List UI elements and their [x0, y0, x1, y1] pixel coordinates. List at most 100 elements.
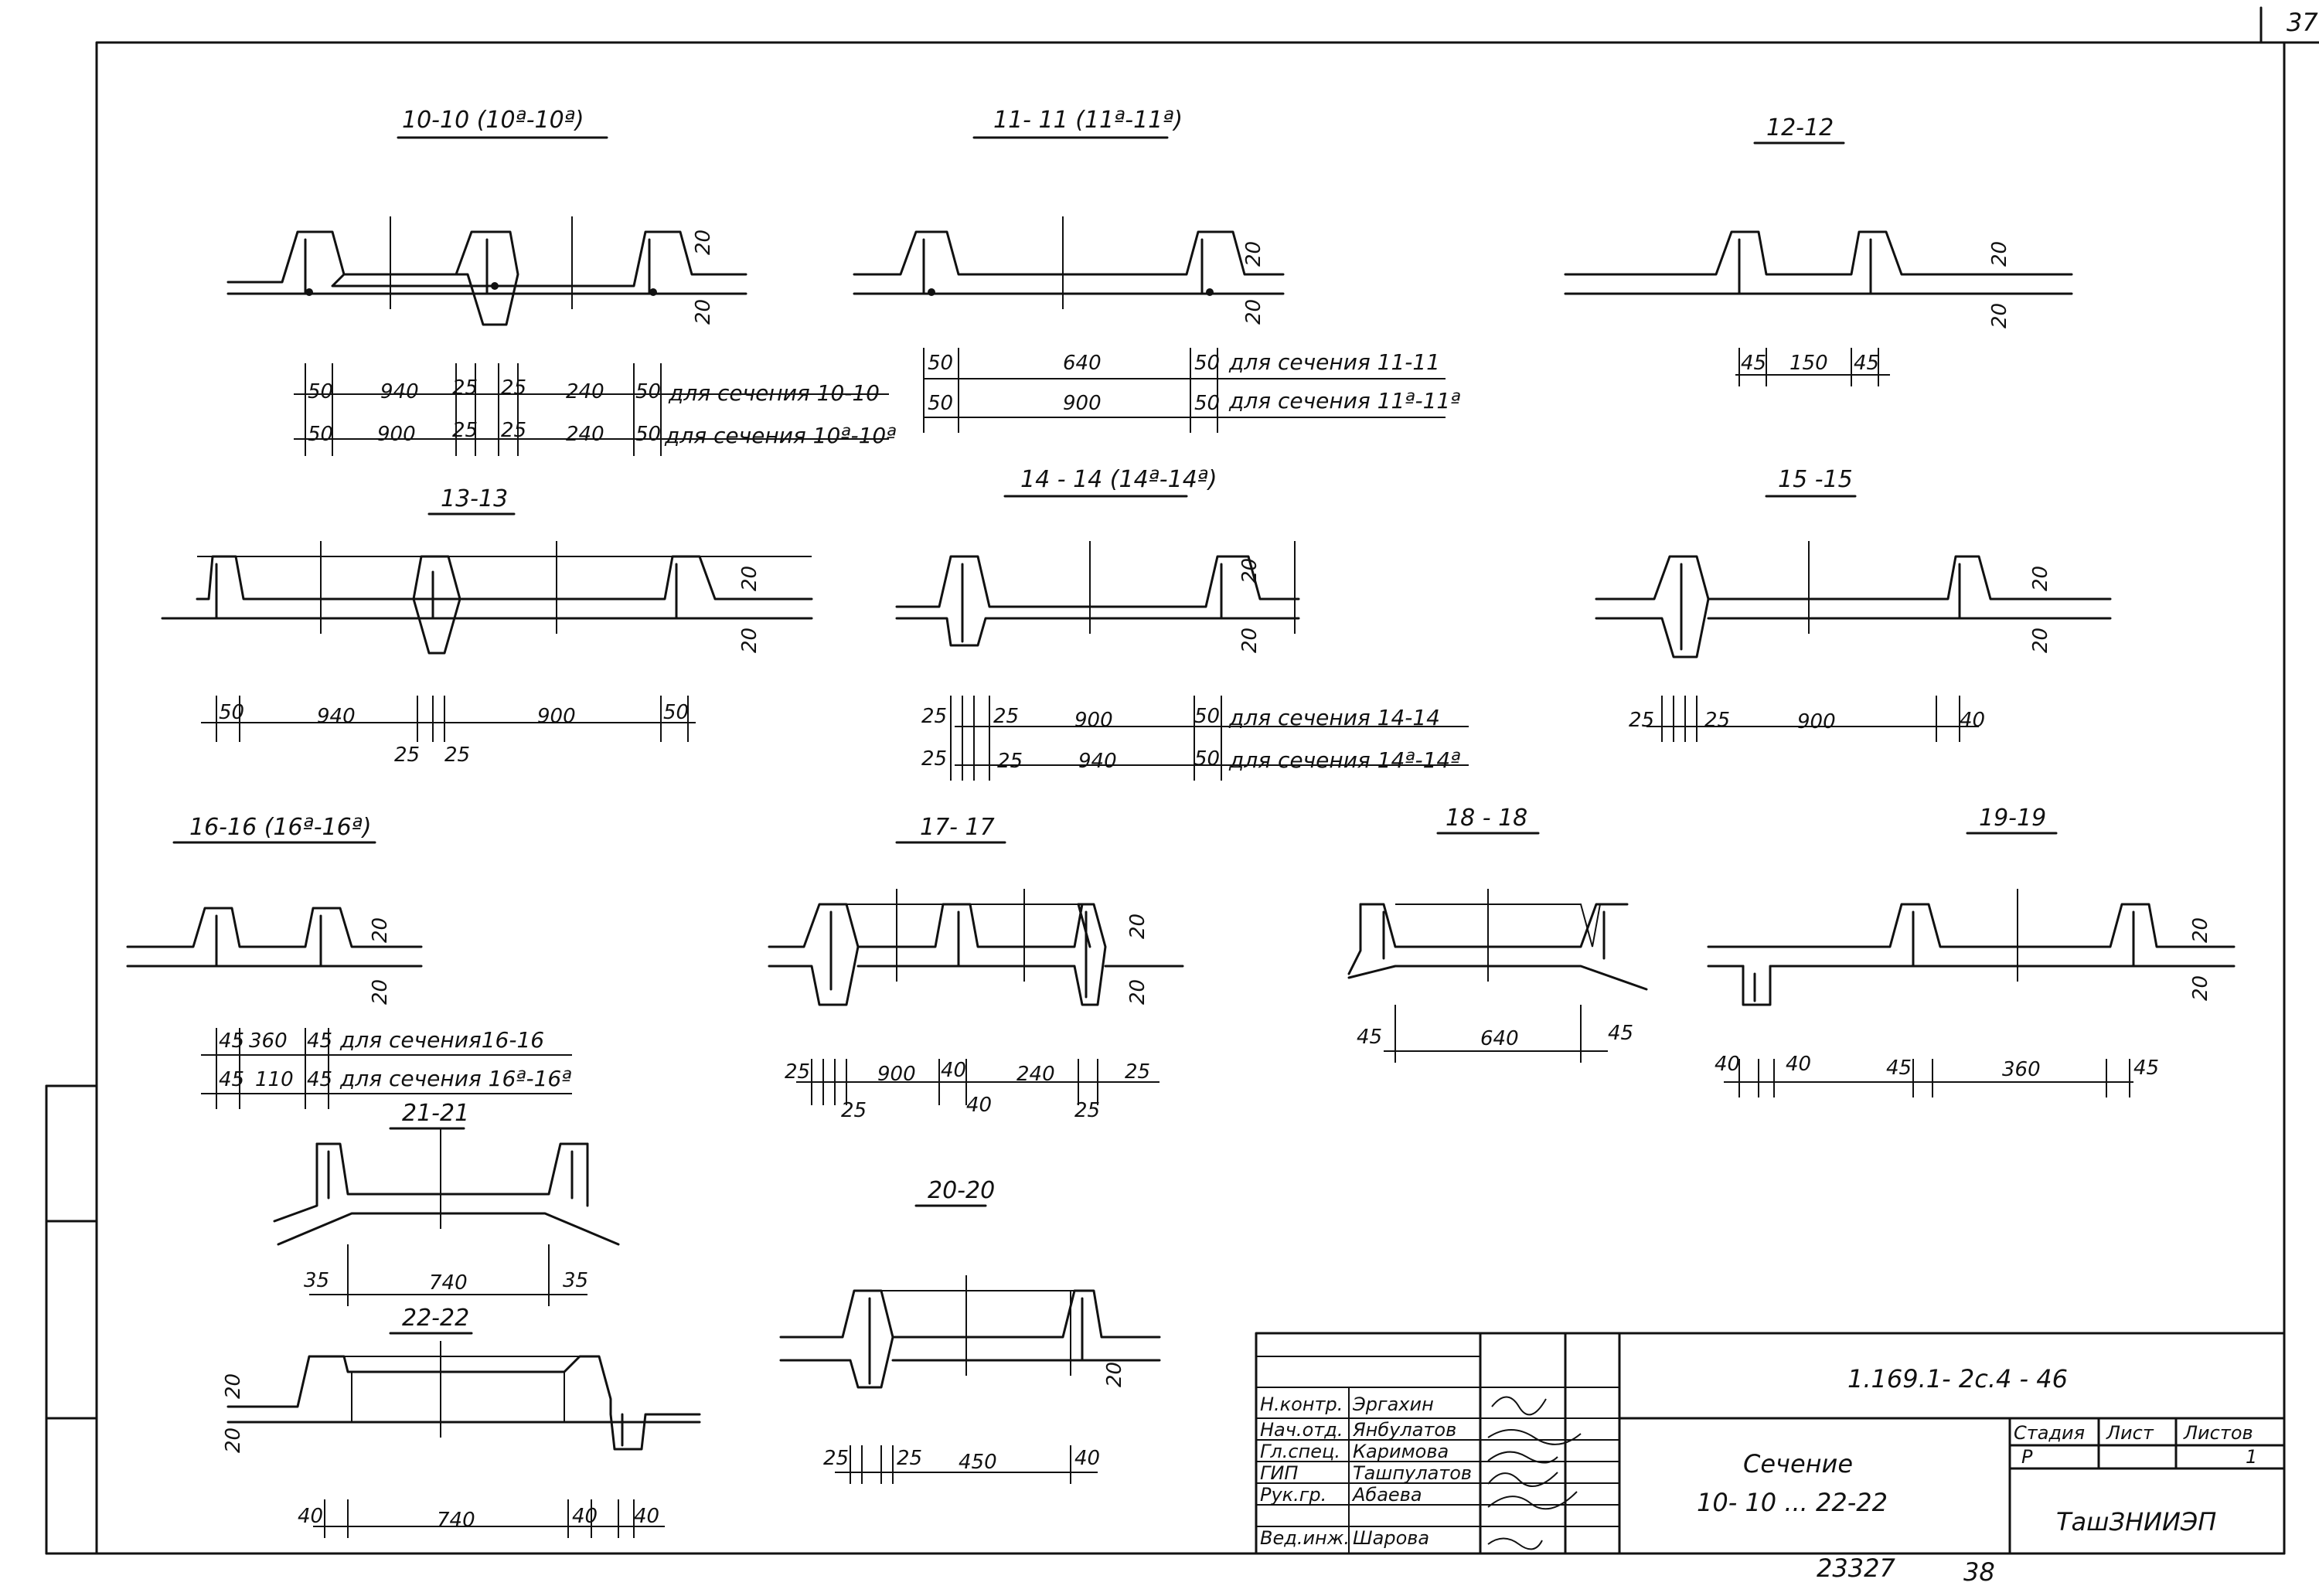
dim: 640 [1480, 1027, 1519, 1050]
dim: 35 [563, 1269, 588, 1292]
dim: 20 [692, 230, 715, 255]
section-18-18: 18 - 18 45 640 45 [1347, 805, 1648, 1063]
section-17-17: 17- 17 25 900 40 240 25 25 40 25 20 20 [768, 814, 1184, 1122]
role: ГИП [1260, 1462, 1298, 1484]
dim: 240 [566, 380, 604, 403]
section-title: 13-13 [441, 485, 508, 512]
section-15-15: 15 -15 25 25 900 40 20 20 [1595, 466, 2112, 742]
dim: 25 [452, 419, 478, 442]
dim: 240 [1016, 1063, 1055, 1086]
section-title: 17- 17 [920, 814, 995, 841]
dim: 50 [308, 423, 333, 446]
dim: 20 [2189, 975, 2212, 1001]
dim: 40 [1074, 1447, 1100, 1470]
dim: 20 [1988, 303, 2011, 328]
dim: 45 [1608, 1022, 1633, 1045]
dim: 25 [394, 744, 420, 767]
dim: 900 [377, 423, 416, 446]
dim: 25 [452, 376, 478, 400]
dim: 150 [1789, 352, 1828, 375]
section-10-10: 10-10 (10ª-10ª) 50 940 25 25 240 50 для … [226, 107, 896, 456]
sheets-header: Листов [2183, 1422, 2253, 1444]
dim: 740 [429, 1271, 468, 1295]
dim: 40 [1715, 1053, 1740, 1076]
dim: 20 [1126, 979, 1149, 1005]
dim: 20 [1238, 628, 1262, 653]
dim: 20 [692, 299, 715, 325]
dim: 940 [380, 380, 419, 403]
section-20-20: 20-20 25 25 450 40 20 [779, 1177, 1161, 1484]
role: Н.контр. [1260, 1394, 1343, 1415]
section-title: 12-12 [1766, 114, 1834, 141]
name: Шарова [1353, 1527, 1429, 1549]
dim: 20 [1242, 299, 1265, 325]
dim: 20 [369, 917, 392, 943]
dim: 20 [222, 1428, 245, 1453]
dim: 50 [635, 380, 661, 403]
sheet-title: Сечение [1743, 1449, 1853, 1479]
dim: 40 [966, 1094, 992, 1117]
dim: 20 [222, 1373, 245, 1399]
note: для сечения 10ª-10ª [664, 423, 896, 448]
dim: 50 [1194, 705, 1220, 728]
dim: 50 [635, 423, 661, 446]
note: для сечения16-16 [339, 1027, 544, 1053]
title-block: 1.169.1- 2с.4 - 46 Сечение 10- 10 ... 22… [1255, 1332, 2286, 1555]
stage-value: Р [2021, 1446, 2033, 1468]
dim: 40 [634, 1505, 659, 1528]
page-number: 37 [2287, 8, 2318, 37]
signatures [1487, 1396, 1582, 1550]
dim: 25 [997, 750, 1023, 773]
doc-code: 1.169.1- 2с.4 - 46 [1847, 1364, 2068, 1394]
sheet-subtitle: 10- 10 ... 22-22 [1697, 1488, 1888, 1517]
dim: 25 [501, 419, 526, 442]
dim: 900 [1797, 710, 1836, 733]
section-12-12: 12-12 45 150 45 20 20 [1564, 114, 2073, 386]
dim: 20 [738, 628, 761, 653]
dim: 20 [2189, 917, 2212, 943]
dim: 25 [1125, 1060, 1150, 1084]
dim: 50 [219, 701, 244, 724]
dim: 45 [1886, 1057, 1912, 1080]
dim: 740 [437, 1509, 475, 1532]
dim: 20 [1103, 1362, 1126, 1387]
name: Ташпулатов [1353, 1462, 1472, 1484]
dim: 940 [1078, 750, 1117, 773]
dim: 900 [1063, 392, 1102, 415]
dim: 40 [941, 1059, 966, 1082]
dim: 900 [877, 1063, 916, 1086]
note: для сечения 14ª-14ª [1228, 747, 1460, 773]
bottom-page-number: 38 [1963, 1557, 1995, 1587]
section-title: 15 -15 [1778, 466, 1853, 493]
dim: 240 [566, 423, 604, 446]
dim: 50 [308, 380, 333, 403]
section-title: 19-19 [1979, 805, 2046, 832]
dim: 25 [444, 744, 470, 767]
dim: 25 [823, 1447, 849, 1470]
role: Гл.спец. [1260, 1441, 1340, 1462]
section-19-19: 19-19 40 40 45 360 45 20 20 [1707, 805, 2236, 1097]
dim: 450 [959, 1451, 997, 1474]
dim: 20 [1126, 914, 1149, 939]
dim: 25 [501, 376, 526, 400]
dim: 40 [572, 1505, 598, 1528]
dim: 45 [1357, 1026, 1382, 1049]
dim: 20 [2029, 566, 2052, 591]
note: для сечения 16ª-16ª [339, 1066, 571, 1091]
dim: 20 [1238, 558, 1262, 584]
note: для сечения 10-10 [668, 380, 880, 406]
dim: 40 [1786, 1053, 1811, 1076]
section-21-21: 21-21 35 740 35 [273, 1100, 620, 1306]
dim: 45 [307, 1068, 332, 1091]
section-title: 22-22 [402, 1305, 469, 1332]
section-title: 14 - 14 (14ª-14ª) [1020, 466, 1217, 493]
dim: 40 [298, 1505, 323, 1528]
section-title: 16-16 (16ª-16ª) [189, 814, 372, 841]
dim: 50 [928, 352, 953, 375]
dim: 50 [1194, 392, 1220, 415]
role: Рук.гр. [1260, 1484, 1326, 1506]
dim: 20 [1242, 241, 1265, 267]
dim: 35 [304, 1269, 329, 1292]
section-title: 11- 11 (11ª-11ª) [993, 107, 1183, 134]
